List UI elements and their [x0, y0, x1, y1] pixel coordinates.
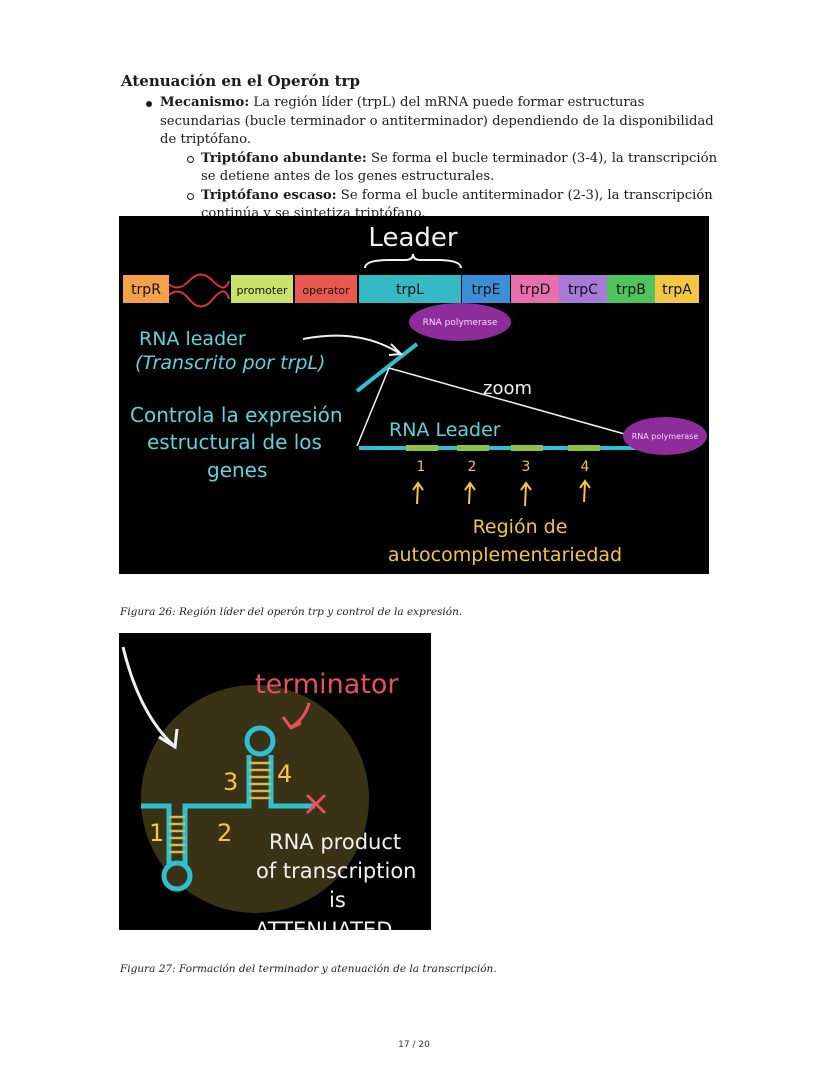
subbullet-label: Triptófano abundante:: [201, 150, 367, 166]
region-2-label: 2: [217, 819, 232, 847]
product-text: of transcription: [256, 859, 416, 883]
rna-leader-zoom-label: RNA Leader: [389, 419, 501, 441]
gene-box-operator: [295, 275, 357, 303]
leader-title: Leader: [368, 223, 457, 253]
region-caption: autocomplementariedad: [388, 544, 622, 566]
rna-leader-label: RNA leader: [139, 328, 246, 350]
bullet-label: Mecanismo:: [160, 95, 250, 110]
control-text: estructural de los: [147, 430, 322, 454]
gene-box-trpC: [559, 275, 607, 303]
region-4-label: 4: [277, 760, 292, 788]
figure-27-caption: Figura 27: Formación del terminador y at…: [120, 963, 497, 975]
rna-leader-arrow: [302, 334, 400, 354]
dna-helix: [164, 273, 230, 289]
gene-label-trpD: trpD: [520, 282, 551, 298]
region-box: [406, 445, 438, 451]
subbullet-text: Se forma el bucle terminador (3-4), la t…: [201, 150, 718, 185]
stop-x-icon: [305, 793, 327, 815]
zoom-line: [388, 367, 640, 439]
rna-polymerase-zoom-blob: [623, 417, 707, 455]
rna-polymerase-label: RNA polymerase: [423, 318, 498, 328]
subbullet-abundante: Triptófano abundante: Se forma el bucle …: [187, 150, 720, 187]
bullet-text: La región líder (trpL) del mRNA puede fo…: [160, 95, 714, 147]
product-text: ATTENUATED: [255, 918, 392, 930]
gene-box-trpE: [462, 275, 510, 303]
hairpin-loop: [161, 860, 193, 892]
gene-box-promoter: [231, 275, 293, 303]
region-arrows: [412, 479, 591, 507]
arrow-head: [158, 728, 179, 750]
region-number: 2: [468, 459, 477, 475]
gene-label-promoter: promoter: [236, 284, 288, 297]
region-number: 1: [417, 459, 426, 475]
control-text: Controla la expresión: [130, 403, 343, 427]
product-text: RNA product: [269, 830, 401, 854]
figure-26-caption: Figura 26: Región líder del operón trp y…: [120, 606, 463, 618]
bullet-mecanismo: Mecanismo: La región líder (trpL) del mR…: [146, 94, 720, 150]
leader-brace: [364, 253, 462, 269]
figure-trp-operon-leader: Leader trpR promoter operator trpL trpE trpD t…: [119, 216, 709, 574]
terminator-loop: [244, 725, 276, 757]
base-pairs-34: [249, 761, 271, 800]
terminator-label: terminator: [255, 669, 399, 700]
terminator-arrow: [281, 702, 311, 730]
region-caption: Región de: [473, 516, 568, 538]
rna-leader-strand: [355, 342, 419, 393]
gene-label-trpL: trpL: [396, 282, 424, 298]
rna-polymerase-zoom-label: RNA polymerase: [632, 432, 699, 441]
control-text: genes: [207, 458, 267, 482]
gene-box-trpD: [511, 275, 559, 303]
zoom-line: [356, 367, 390, 447]
subbullet-escaso: Triptófano escaso: Se forma el bucle ant…: [187, 187, 720, 224]
page-number: 17 / 20: [398, 1040, 430, 1050]
region-number: 4: [581, 459, 590, 475]
region-box: [511, 445, 543, 451]
region-number: 3: [522, 459, 531, 475]
product-text: is: [329, 888, 346, 912]
region-box: [457, 445, 489, 451]
region-box: [568, 445, 600, 451]
gene-label-trpE: trpE: [472, 282, 501, 298]
dna-helix-strand: [164, 290, 230, 308]
region-3-label: 3: [223, 768, 238, 796]
rna-polymerase-blob: [409, 303, 511, 341]
region-1-label: 1: [149, 819, 164, 847]
gene-label-trpA: trpA: [662, 282, 692, 298]
arrow-head: [388, 343, 404, 356]
gene-label-trpB: trpB: [616, 282, 646, 298]
subbullet-label: Triptófano escaso:: [201, 187, 337, 203]
gene-label-operator: operator: [302, 284, 350, 297]
zoom-label: zoom: [483, 378, 532, 399]
gene-box-trpA: [655, 275, 699, 303]
gene-box-trpB: [607, 275, 655, 303]
rna-leader-sublabel: (Transcrito por trpL): [135, 352, 325, 374]
bullet-list: Mecanismo: La región líder (trpL) del mR…: [146, 94, 720, 224]
base-pairs-12: [169, 815, 185, 854]
zoom-arrow: [121, 646, 175, 747]
section-heading: Atenuación en el Operón trp: [121, 72, 360, 90]
gene-box-trpR: [123, 275, 169, 303]
gene-box-trpL: [359, 275, 461, 303]
figure-terminator-attenuation: terminator 3 4 1 2 RNA product of transc…: [119, 633, 431, 930]
gene-label-trpR: trpR: [131, 282, 161, 298]
gene-label-trpC: trpC: [568, 282, 598, 298]
